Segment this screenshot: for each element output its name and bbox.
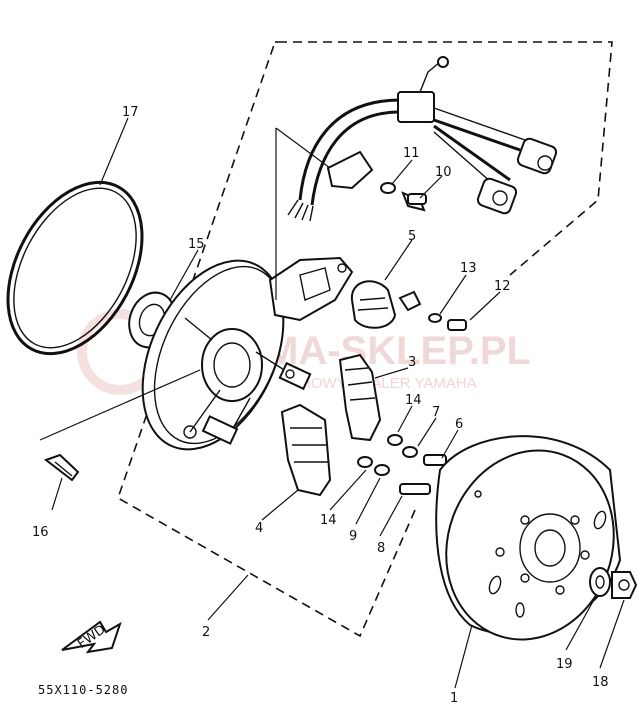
callout-14-upper: 14 [405, 393, 422, 408]
callout-9: 9 [349, 529, 357, 544]
callout-18: 18 [592, 675, 609, 690]
watermark-main: MA-SKLEP.PL [265, 329, 531, 373]
fwd-arrow: FWD [61, 620, 122, 654]
callout-12: 12 [494, 279, 511, 294]
callout-8: 8 [377, 541, 385, 556]
callout-15: 15 [188, 237, 205, 252]
fasteners [399, 446, 447, 495]
callout-17: 17 [122, 105, 139, 120]
callout-10: 10 [435, 165, 452, 180]
wire-clamp [326, 150, 427, 212]
callout-7: 7 [432, 405, 440, 420]
assembly-boundary [117, 41, 613, 638]
stator-base-plate [141, 256, 354, 451]
lighting-coil-3 [338, 353, 403, 446]
callout-19: 19 [556, 657, 573, 672]
diagram-code: 55X110-5280 [38, 683, 128, 697]
wire-harness [287, 56, 558, 222]
flywheel-rotor [435, 435, 622, 641]
screw-16 [43, 453, 80, 482]
callout-3: 3 [408, 355, 416, 370]
pickup-coil-5 [350, 280, 467, 331]
callout-numbers: 17 15 11 10 5 13 12 3 14 7 6 4 14 9 8 16… [32, 105, 609, 706]
callout-14-lower: 14 [320, 513, 337, 528]
callout-4: 4 [255, 521, 263, 536]
callout-1: 1 [450, 691, 458, 706]
callout-6: 6 [455, 417, 463, 432]
source-coil-4 [280, 403, 390, 497]
callout-16: 16 [32, 525, 49, 540]
watermark-sub: HOWY DEALER YAMAHA [300, 375, 477, 392]
callout-11: 11 [403, 146, 420, 161]
leader-lines [39, 117, 625, 689]
o-ring-17 [6, 180, 144, 356]
washer-and-nut [589, 567, 638, 599]
callout-2: 2 [202, 625, 210, 640]
callout-13: 13 [460, 261, 477, 276]
callout-5: 5 [408, 229, 416, 244]
